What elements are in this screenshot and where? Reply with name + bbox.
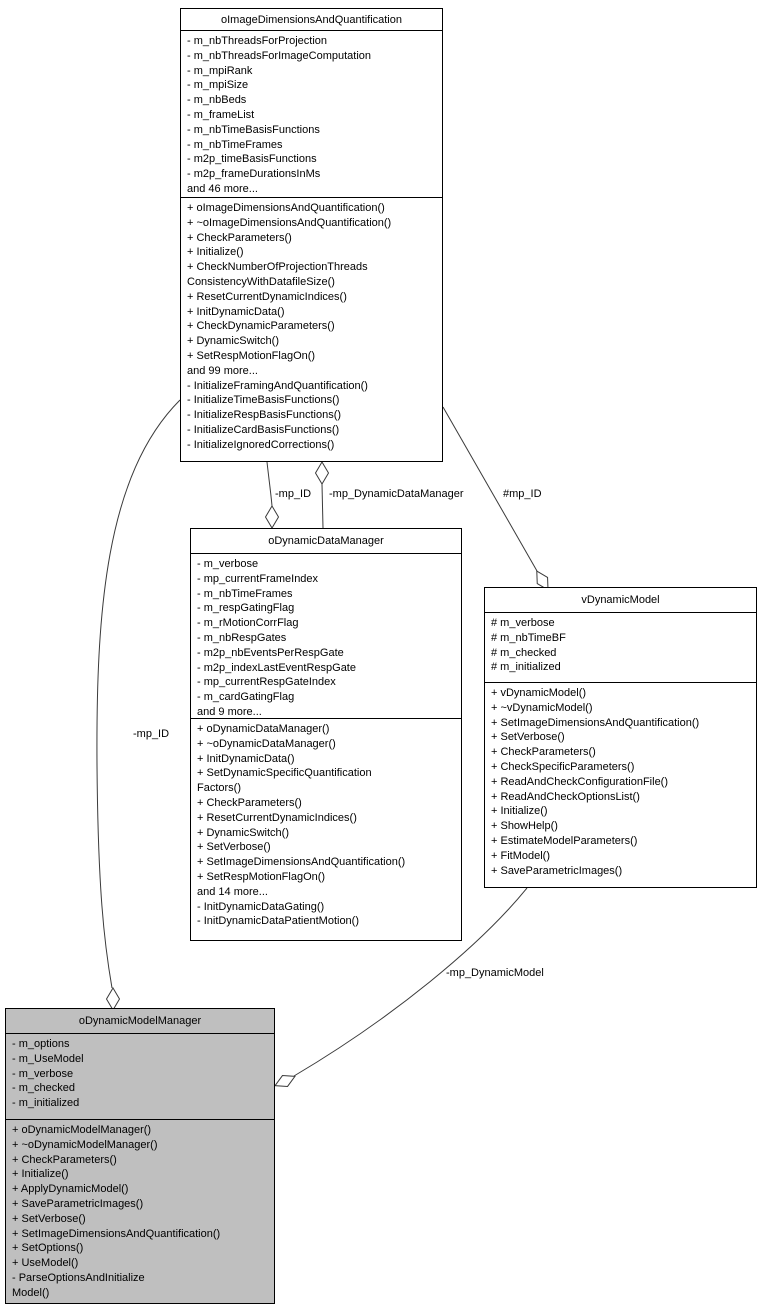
class-attributes: - m_options - m_UseModel - m_verbose - m… — [6, 1034, 274, 1120]
edge-mp-id-datamanager — [266, 461, 273, 507]
class-title: oDynamicModelManager — [6, 1009, 274, 1034]
aggregation-diamond-icon — [314, 461, 330, 485]
class-title: vDynamicModel — [485, 588, 756, 613]
class-attributes: - m_verbose - mp_currentFrameIndex - m_n… — [191, 554, 461, 719]
aggregation-diamond-icon — [264, 505, 280, 529]
class-box-oimagedimensionsandquantification[interactable]: oImageDimensionsAndQuantification - m_nb… — [180, 8, 443, 462]
class-methods: + oDynamicDataManager() + ~oDynamicDataM… — [197, 723, 406, 928]
aggregation-diamond-icon — [274, 1075, 296, 1087]
class-title: oDynamicDataManager — [191, 529, 461, 554]
class-box-odynamicmodelmanager[interactable]: oDynamicModelManager - m_options - m_Use… — [5, 1008, 275, 1304]
edge-label-mp-id-modelmanager: -mp_ID — [133, 728, 170, 740]
edge-label-mp-id-datamanager: -mp_ID — [275, 488, 312, 500]
class-box-odynamicdatamanager[interactable]: oDynamicDataManager - m_verbose - mp_cur… — [190, 528, 462, 941]
class-methods: + oDynamicModelManager() + ~oDynamicMode… — [12, 1124, 221, 1299]
edge-mp-id-modelmanager — [96, 399, 181, 989]
class-attributes: - m_nbThreadsForProjection - m_nbThreads… — [181, 31, 442, 198]
edge-label-mp-dynamicmodel: -mp_DynamicModel — [446, 967, 544, 979]
edge-mp-dynamicdatamanager — [321, 483, 324, 529]
class-title: oImageDimensionsAndQuantification — [181, 9, 442, 31]
edge-label-mp-id-dynamicmodel: #mp_ID — [503, 488, 542, 500]
class-box-vdynamicmodel[interactable]: vDynamicModel # m_verbose # m_nbTimeBF #… — [484, 587, 757, 888]
class-methods: + oImageDimensionsAndQuantification() + … — [187, 202, 392, 451]
class-methods: + vDynamicModel() + ~vDynamicModel() + S… — [491, 687, 700, 877]
aggregation-diamond-icon — [105, 987, 121, 1011]
class-attributes: # m_verbose # m_nbTimeBF # m_checked # m… — [485, 613, 756, 683]
edge-label-mp-dynamicdatamanager: -mp_DynamicDataManager — [329, 488, 464, 500]
